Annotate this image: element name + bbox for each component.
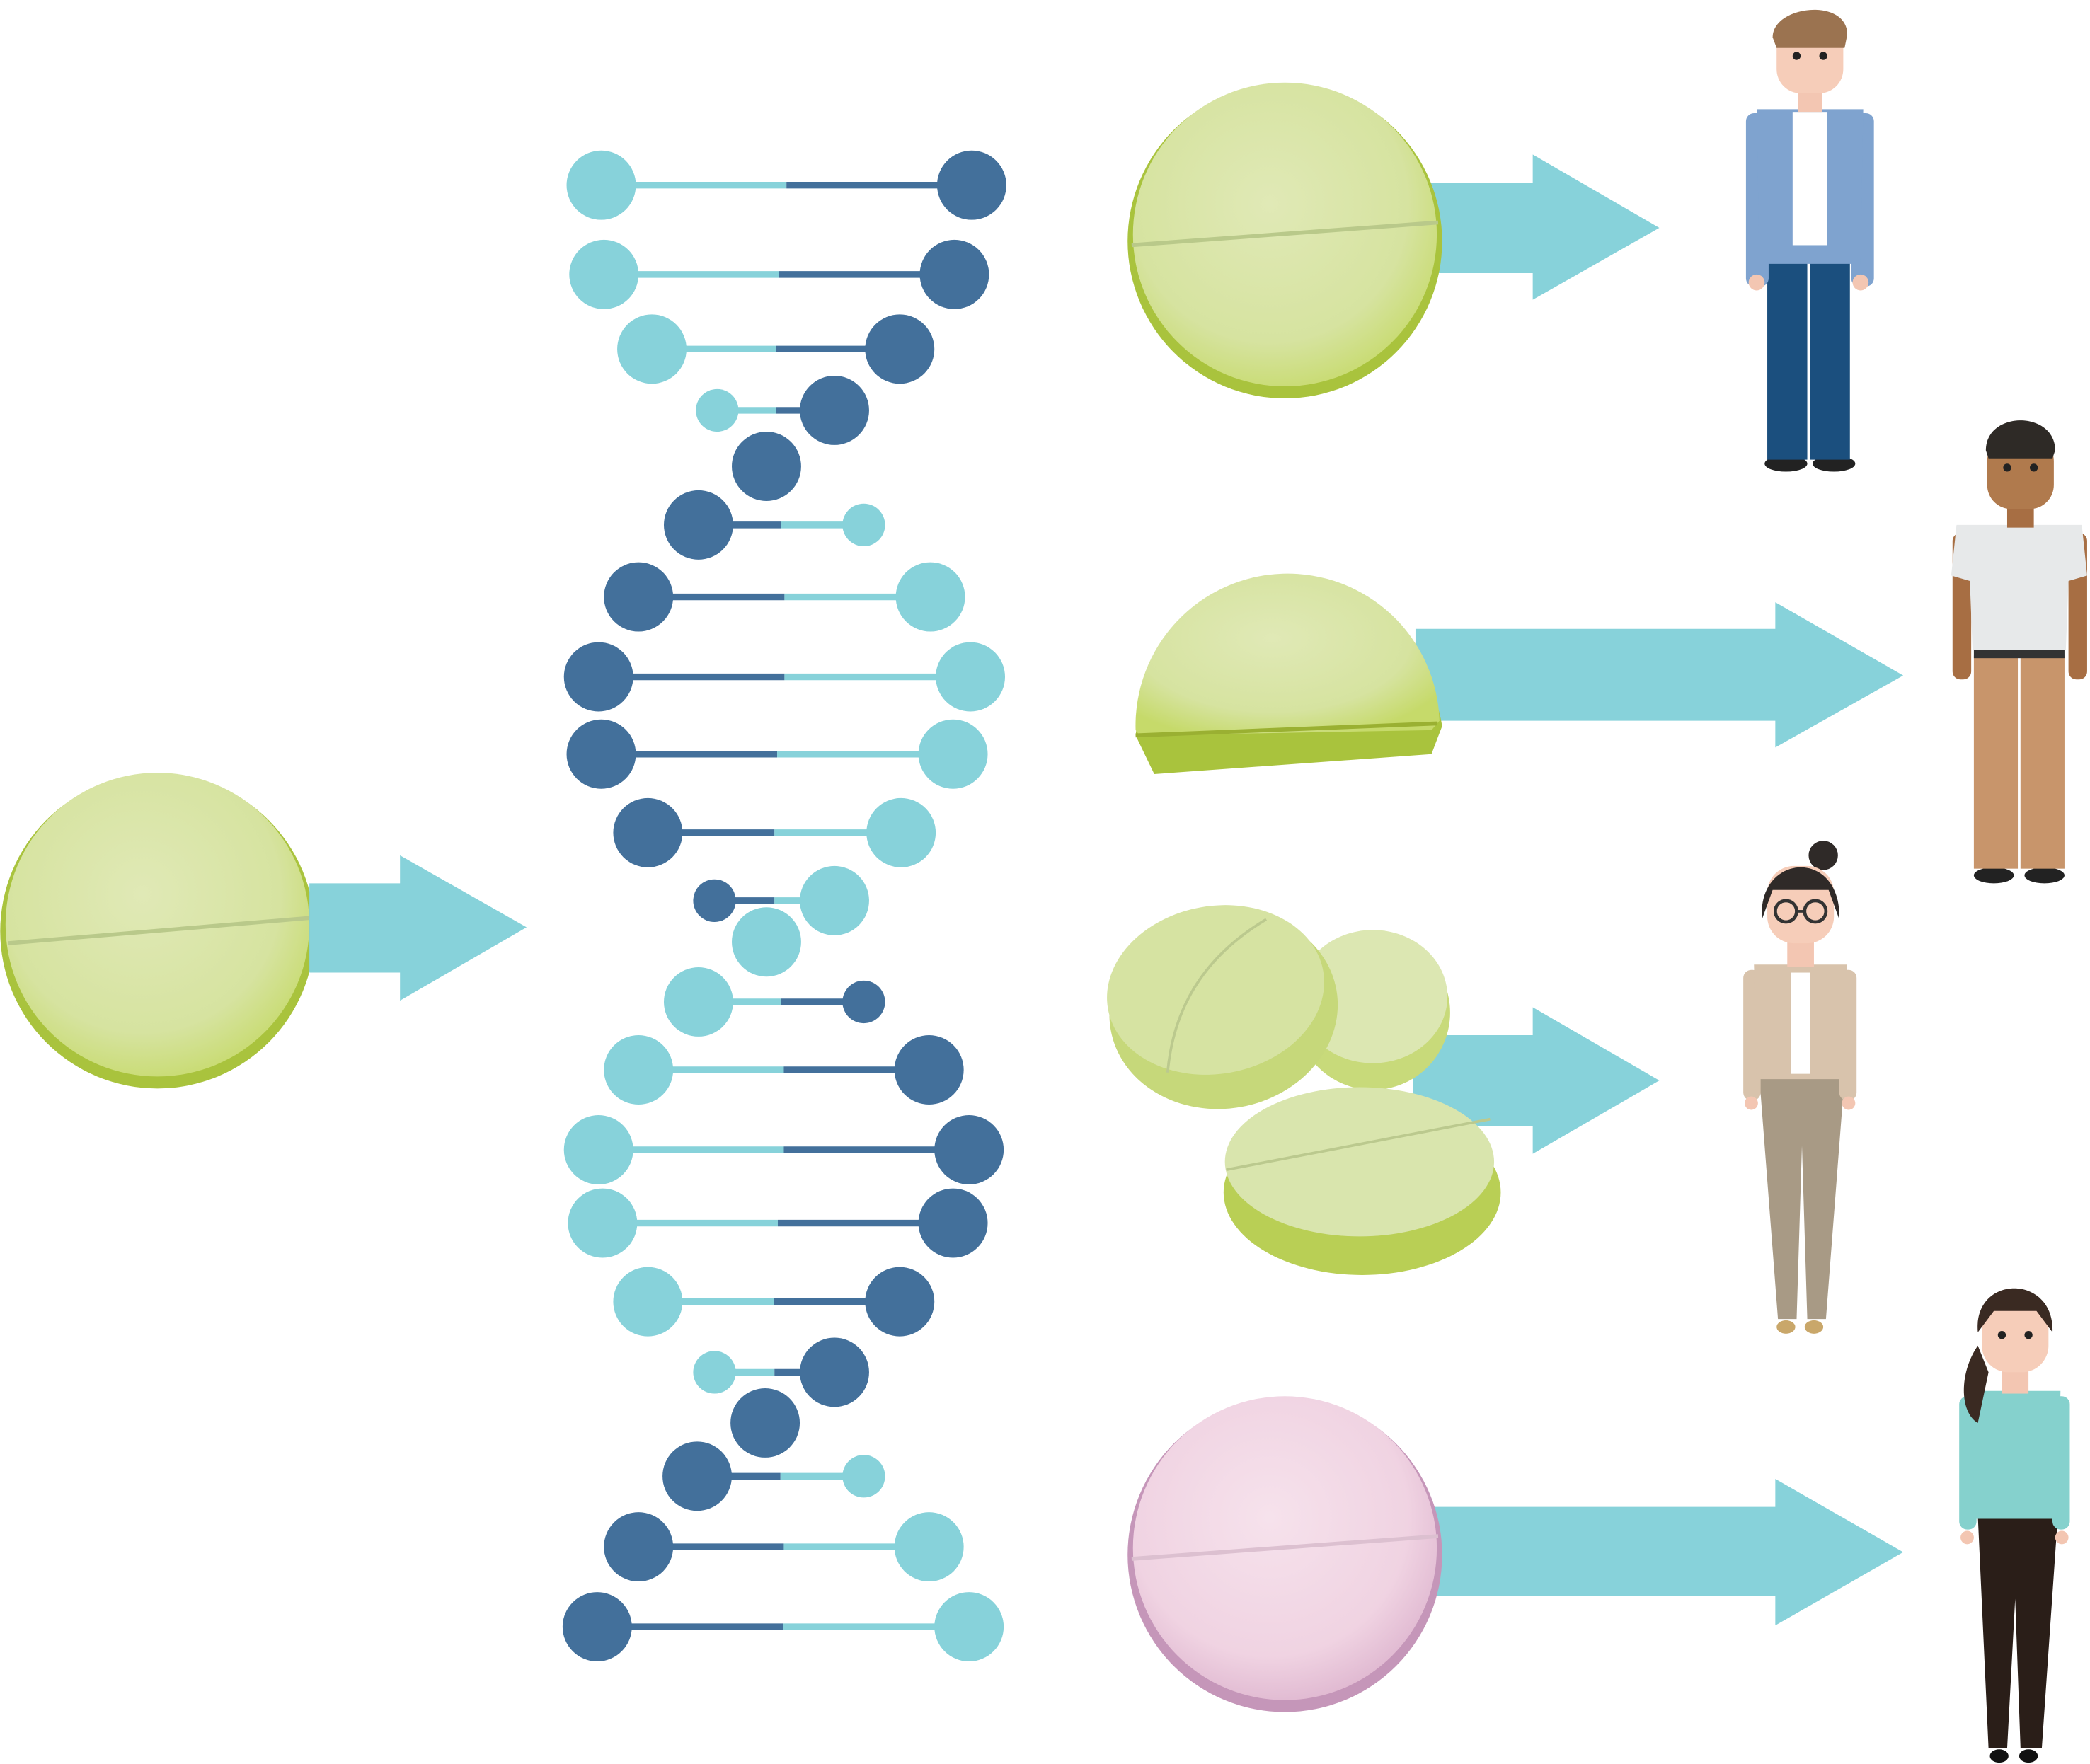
outcome-arrow-1: [1426, 154, 1660, 300]
dna-base-left-15: [613, 1267, 683, 1337]
person-man-white-tshirt: [1951, 420, 2087, 884]
dna-base-left-12: [604, 1035, 674, 1105]
outcome-arrow-4: [1432, 1479, 1904, 1626]
dna-helix: [562, 150, 1006, 1662]
dna-base-left-18: [604, 1512, 674, 1582]
dna-base-left-6: [604, 562, 674, 632]
dna-base-right-3: [865, 314, 935, 384]
dna-base-left-1: [566, 150, 636, 220]
dna-base-left-3: [617, 314, 687, 384]
person-man-blue-jacket: [1745, 9, 1874, 472]
person-woman-glasses: [1743, 841, 1857, 1334]
dna-base-left-8: [566, 719, 636, 789]
outcome-pill-whole-green: [1127, 82, 1442, 398]
outcome-arrow-3: [1413, 1007, 1660, 1154]
dna-base-left-4: [696, 388, 739, 432]
dna-base-right-16: [800, 1337, 869, 1407]
dna-base-left-5: [663, 490, 733, 560]
dna-base-left-17: [662, 1441, 733, 1511]
dna-base-left-11: [663, 967, 733, 1037]
dna-base-left-7: [563, 642, 633, 712]
dna-base-crossover-1: [732, 432, 801, 501]
dna-base-right-9: [866, 797, 936, 867]
dna-base-right-13: [934, 1115, 1004, 1184]
dna-base-right-15: [865, 1267, 935, 1337]
dna-base-left-10: [693, 879, 736, 922]
dna-base-right-14: [918, 1188, 988, 1258]
dna-base-left-16: [693, 1351, 736, 1394]
dna-base-right-5: [842, 503, 885, 547]
input-pill: [0, 773, 315, 1089]
dna-base-right-10: [800, 865, 869, 935]
dna-base-left-19: [562, 1592, 632, 1662]
dna-base-crossover-2: [732, 907, 801, 977]
outcome-pills-three-green: [1107, 905, 1501, 1275]
dna-base-left-14: [568, 1188, 638, 1258]
dna-base-right-2: [919, 239, 989, 309]
dna-base-right-6: [895, 562, 965, 632]
outcome-pill-whole-pink: [1127, 1396, 1442, 1712]
outcome-pill-half-green: [1135, 573, 1442, 774]
dna-base-right-18: [894, 1512, 964, 1582]
dna-base-left-9: [613, 797, 683, 867]
dna-base-right-4: [800, 375, 869, 445]
dna-base-right-1: [936, 150, 1006, 220]
person-woman-teal-top: [1959, 1288, 2070, 1763]
dna-base-right-11: [842, 980, 885, 1024]
dna-base-right-12: [894, 1035, 964, 1105]
dna-base-left-2: [569, 239, 639, 309]
dna-base-right-19: [934, 1592, 1004, 1662]
outcome-arrow-2: [1415, 602, 1904, 748]
dna-base-left-13: [563, 1115, 633, 1184]
dna-base-right-8: [918, 719, 988, 789]
input-arrow: [309, 855, 527, 1001]
dna-base-right-17: [842, 1455, 885, 1498]
dna-base-crossover-3: [730, 1388, 800, 1458]
dna-base-right-7: [936, 642, 1006, 712]
